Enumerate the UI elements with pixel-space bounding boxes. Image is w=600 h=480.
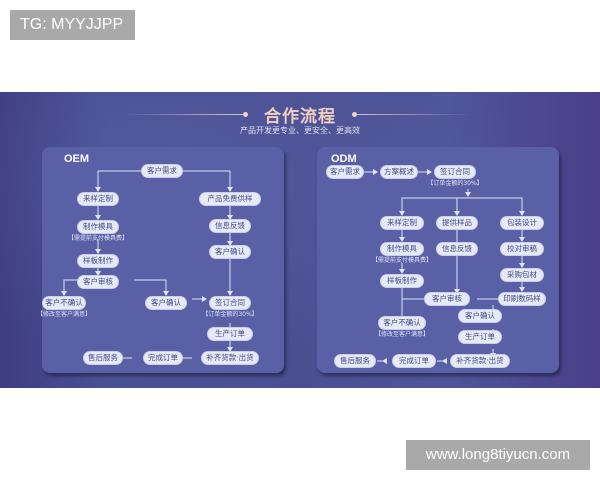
odm-node-feedback: 信息反馈 [437,243,477,255]
odm-node-pay-ship: 补齐货款·出货 [451,355,509,367]
oem-note-modify: 【修改至客户满意】 [36,311,91,318]
oem-node-customer-confirm-mid: 客户确认 [146,297,186,309]
odm-note-contract-30: 【订单金额的30%】 [427,180,483,187]
odm-title: ODM [331,153,357,165]
oem-node-customer-confirm-right: 客户确认 [210,246,250,258]
odm-flow-panel: ODM 客户需求 方案概述 签订合同 【订单金额的30%】 来样定制 提供样品 … [317,147,559,373]
title-decor-line-right [352,114,472,115]
oem-node-customer-review: 客户审核 [78,276,118,288]
odm-note-mold-fee: 【需提前支付模具费】 [371,257,432,264]
odm-note-modify: 【修改至客户满意】 [374,331,429,338]
title-decor-dot-left [243,112,248,117]
oem-node-sign-contract: 签订合同 [210,297,250,309]
oem-node-pay-ship: 补齐货款·出货 [202,352,258,364]
odm-node-customer-confirm: 客户确认 [459,310,501,322]
watermark-top-left: TG: MYYJJPP [10,10,135,40]
oem-note-mold-fee: 【需提前支付模具费】 [67,235,128,242]
odm-node-custom-sample: 来样定制 [381,217,423,229]
oem-note-contract-30: 【订单金额的30%】 [202,311,258,318]
odm-node-after-sales: 售后服务 [335,355,375,367]
banner-title: 合作流程 [264,107,336,127]
oem-node-after-sales: 售后服务 [84,352,122,364]
odm-node-sign-contract: 签订合同 [435,166,475,178]
cooperation-process-banner: 合作流程 产品开发更专业、更安全、更高效 [0,92,600,388]
odm-node-make-mold: 制作模具 [381,243,423,255]
odm-node-production-order: 生产订单 [459,331,501,343]
odm-node-print-digital-sample: 印刷数码样 [499,293,545,305]
odm-node-customer-review: 客户审核 [425,293,469,305]
oem-node-free-sample: 产品免费供样 [200,193,260,205]
title-decor-line-left [125,114,245,115]
oem-node-production-order: 生产订单 [208,328,252,340]
oem-node-custom-sample: 来样定制 [78,193,118,205]
odm-node-complete-order: 完成订单 [393,355,435,367]
odm-node-provide-sample: 提供样品 [437,217,477,229]
odm-node-proofread: 校对审稿 [501,243,543,255]
oem-node-sample-make: 样板制作 [78,255,118,267]
watermark-bottom-right: www.long8tiyucn.com [406,440,590,470]
oem-flow-arrows [61,170,233,361]
oem-title: OEM [64,153,90,165]
odm-node-package-design: 包装设计 [501,217,543,229]
oem-node-customer-not-confirm: 客户不确认 [43,297,85,309]
odm-node-purchase-packaging: 采购包材 [501,269,543,281]
banner-subtitle: 产品开发更专业、更安全、更高效 [240,126,360,135]
odm-node-customer-demand: 客户需求 [327,166,363,178]
oem-node-feedback: 信息反馈 [210,220,250,232]
odm-node-customer-not-confirm: 客户不确认 [379,317,425,329]
oem-node-customer-demand: 客户需求 [142,165,182,177]
odm-node-plan-overview: 方案概述 [381,166,417,178]
oem-node-make-mold: 制作模具 [78,221,118,233]
oem-node-complete-order: 完成订单 [144,352,182,364]
odm-node-sample-make: 样板制作 [381,275,423,287]
oem-flow-panel: OEM 客户需求 来样定制 产品免费供样 制作模具 【需提前支付模具费】 信息反… [37,147,284,373]
